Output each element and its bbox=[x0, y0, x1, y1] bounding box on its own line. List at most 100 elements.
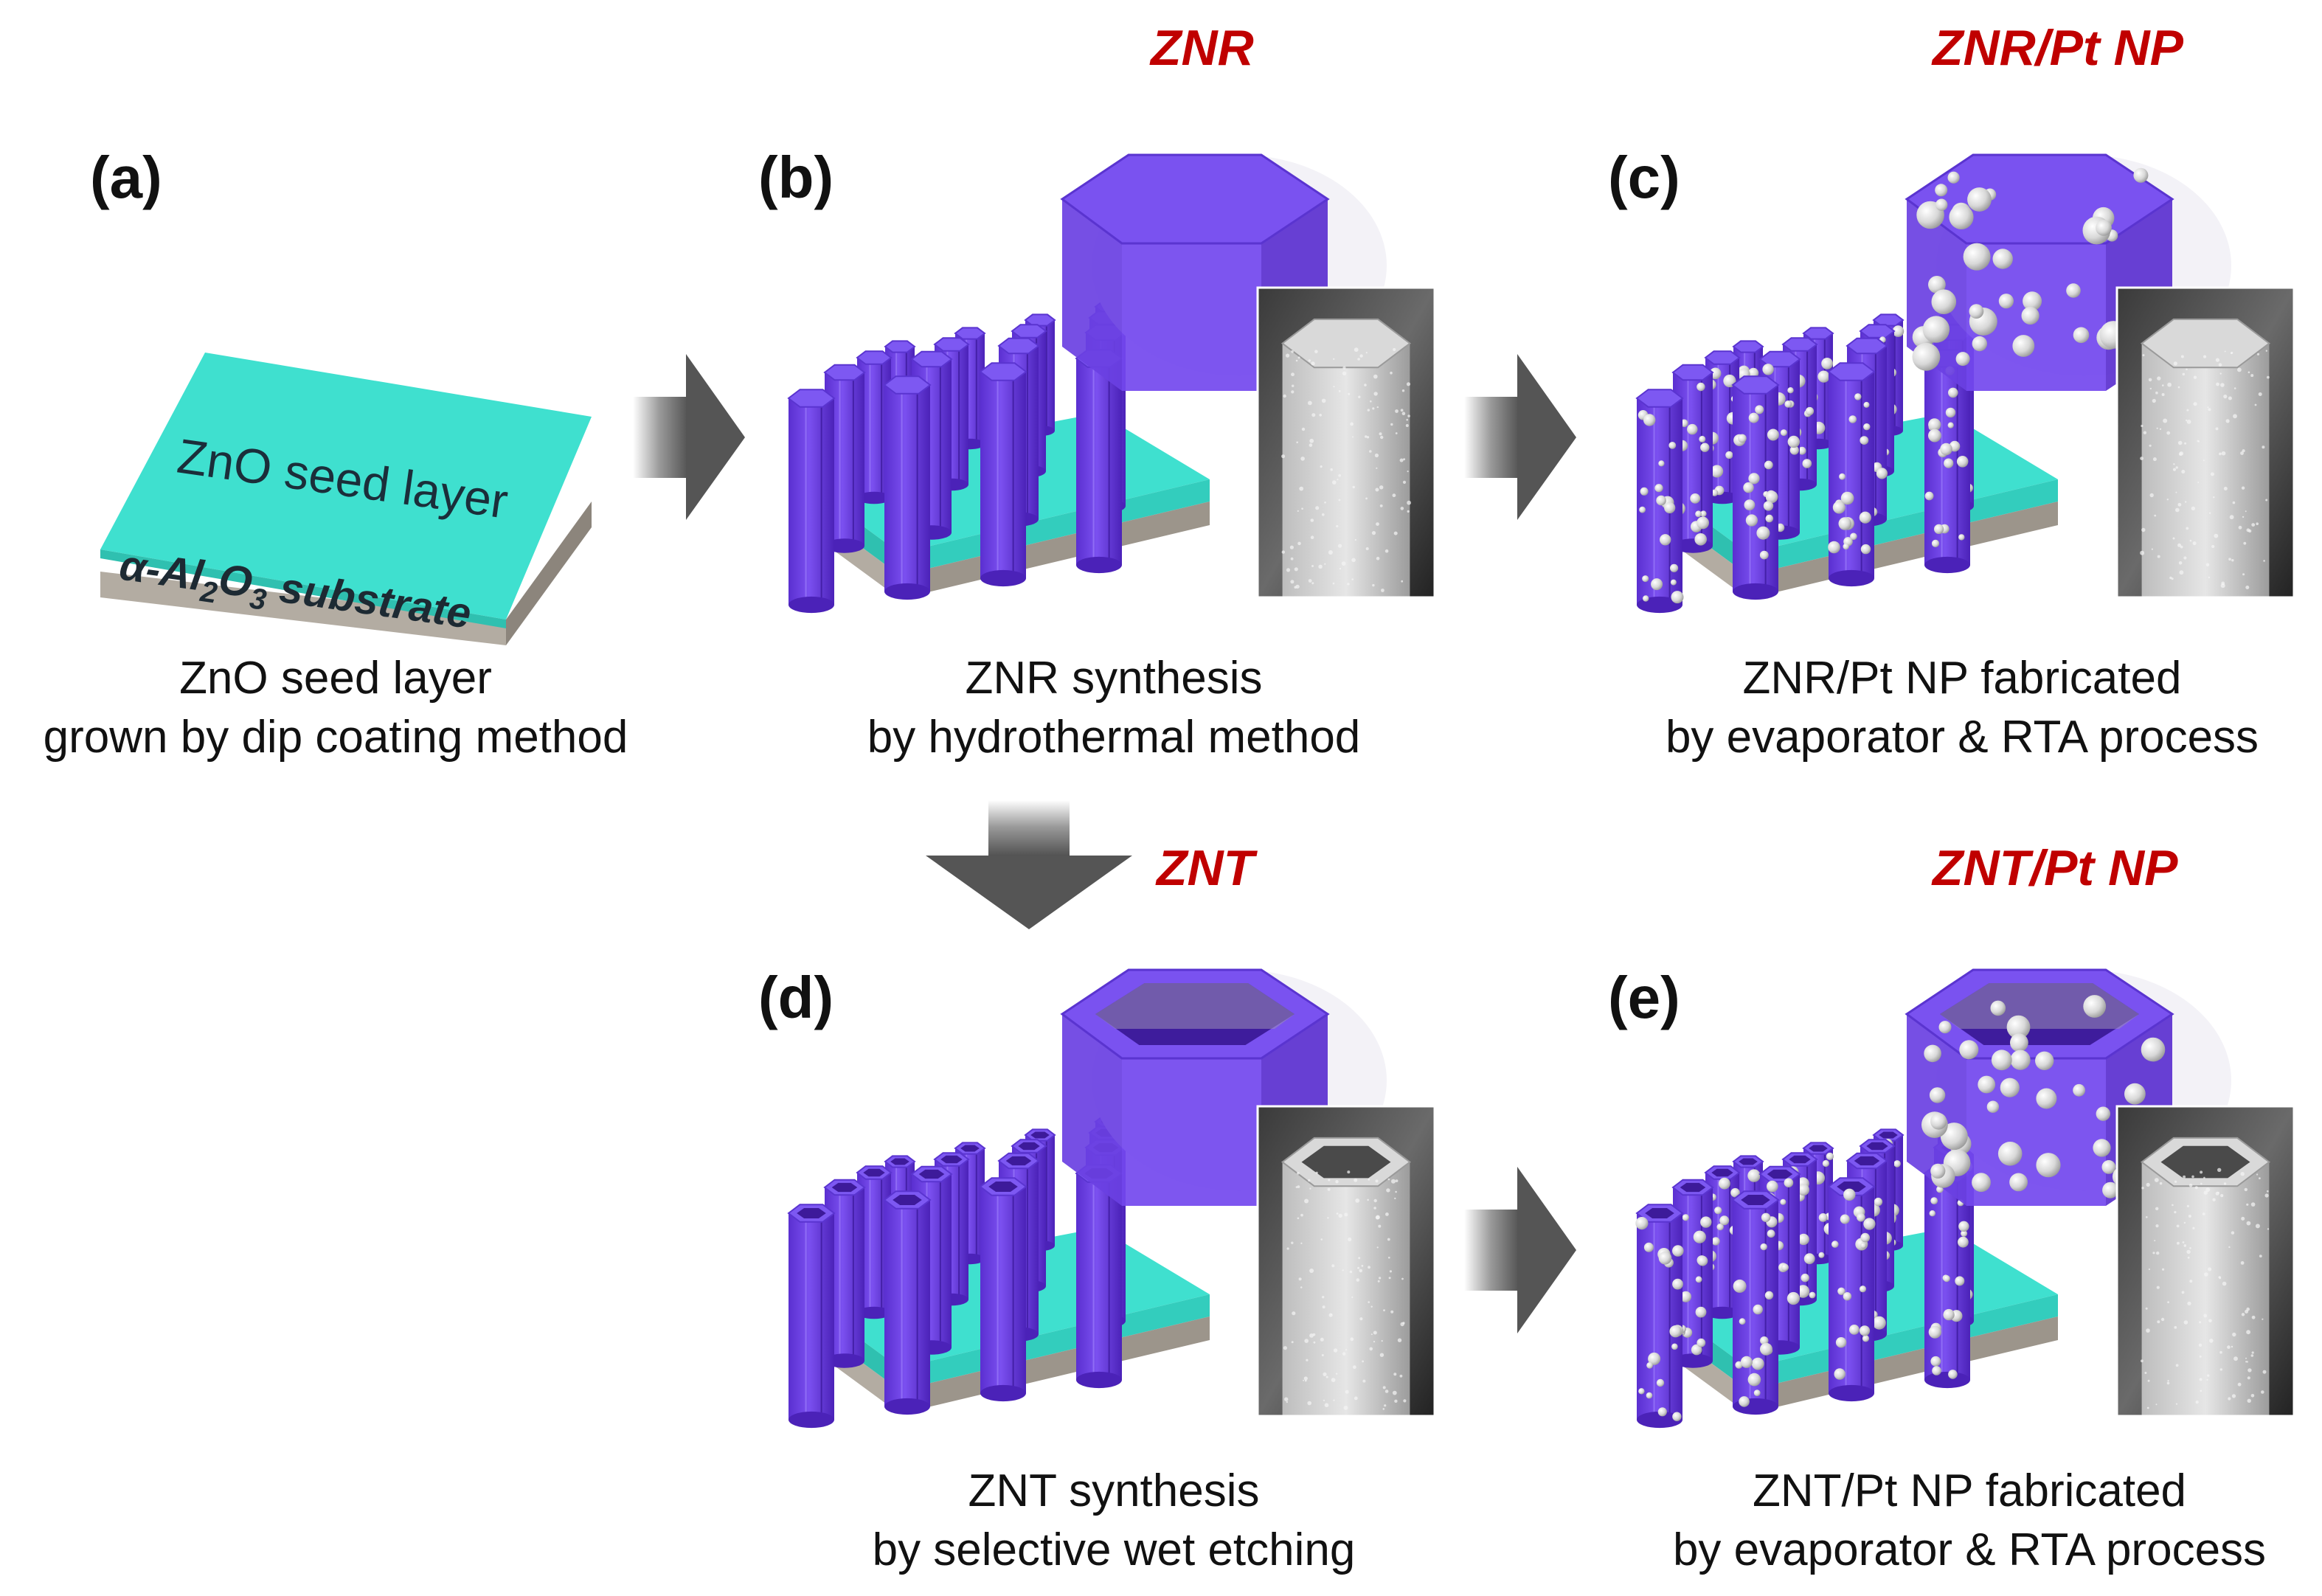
pt-nanoparticle bbox=[1714, 1207, 1722, 1215]
sem-grain bbox=[1407, 471, 1409, 473]
sem-grain bbox=[1354, 1396, 1358, 1401]
pt-nanoparticle bbox=[1739, 1318, 1746, 1325]
pt-nanoparticle bbox=[1761, 1212, 1771, 1223]
nanorod bbox=[1075, 349, 1123, 574]
sem-grain bbox=[2167, 382, 2172, 387]
sem-grain bbox=[2159, 428, 2162, 430]
sem-grain bbox=[1364, 384, 1367, 386]
pt-nanoparticle bbox=[1695, 510, 1702, 518]
pt-nanoparticle bbox=[1859, 1286, 1867, 1293]
sem-grain bbox=[2186, 419, 2188, 422]
sem-grain bbox=[2177, 386, 2180, 389]
pt-nanoparticle bbox=[1638, 1388, 1645, 1395]
sem-grain bbox=[1281, 454, 1286, 459]
sem-grain bbox=[1369, 450, 1372, 453]
pt-nanoparticle bbox=[1838, 517, 1852, 530]
sem-grain bbox=[1400, 1322, 1404, 1327]
pt-nanoparticle bbox=[2093, 1139, 2111, 1157]
sem-grain bbox=[2146, 1216, 2148, 1218]
sem-grain bbox=[2148, 1268, 2150, 1271]
sem-grain bbox=[1379, 432, 1382, 436]
rod-bottom bbox=[1637, 1411, 1682, 1429]
pt-nanoparticle bbox=[1834, 1368, 1846, 1380]
pt-nanoparticle bbox=[1930, 1356, 1941, 1367]
pt-nanoparticle bbox=[1967, 187, 1992, 212]
sem-grain bbox=[2200, 1170, 2203, 1174]
pt-nanoparticle bbox=[1693, 1230, 1706, 1243]
pt-nanoparticle bbox=[1924, 1044, 1941, 1063]
sem-grain bbox=[1343, 1405, 1348, 1410]
sem-inset-e bbox=[2115, 1105, 2295, 1418]
pt-nanoparticle bbox=[1730, 1187, 1740, 1198]
sem-grain bbox=[1365, 497, 1368, 500]
pt-nanoparticle bbox=[1930, 1197, 1938, 1204]
zoom-inner-wall bbox=[1940, 983, 2139, 1029]
sem-grain bbox=[2231, 1394, 2236, 1398]
sem-grain bbox=[2202, 1212, 2205, 1215]
rod-top bbox=[997, 337, 1040, 355]
sem-grain bbox=[1306, 1359, 1309, 1361]
pt-nanoparticle bbox=[1832, 501, 1846, 514]
rod-bottom bbox=[1076, 1371, 1122, 1389]
sem-grain bbox=[2210, 472, 2214, 476]
sem-grain bbox=[1373, 1207, 1376, 1210]
sem-grain bbox=[2149, 387, 2152, 390]
sem-grain bbox=[1376, 556, 1380, 561]
sem-grain bbox=[2159, 1182, 2163, 1185]
pt-nanoparticle bbox=[1912, 342, 1941, 371]
pt-nanoparticle bbox=[2083, 995, 2107, 1018]
pt-nanoparticle bbox=[1801, 1273, 1809, 1283]
sem-grain bbox=[2177, 502, 2182, 507]
sem-grain bbox=[1342, 371, 1347, 375]
sem-grain bbox=[1291, 350, 1294, 353]
sem-grain bbox=[1315, 1171, 1318, 1174]
sem-grain bbox=[2175, 491, 2177, 493]
pt-nanoparticle bbox=[1643, 1242, 1654, 1252]
sem-grain bbox=[2146, 1406, 2149, 1409]
sem-grain bbox=[1332, 480, 1337, 485]
sem-grain bbox=[1324, 563, 1326, 565]
sem-grain bbox=[1347, 583, 1350, 586]
pt-nanoparticle bbox=[1922, 316, 1950, 343]
tube-opening bbox=[797, 1208, 826, 1218]
sem-grain bbox=[2248, 371, 2250, 374]
pt-nanoparticle bbox=[1822, 1159, 1829, 1167]
sem-grain bbox=[1300, 1286, 1303, 1288]
sem-grain bbox=[1297, 356, 1300, 359]
sem-grain bbox=[1401, 412, 1406, 415]
sem-grain bbox=[1338, 473, 1342, 477]
sem-grain bbox=[2140, 550, 2145, 555]
pt-nanoparticle bbox=[2006, 1015, 2031, 1039]
sem-grain bbox=[1325, 1375, 1328, 1378]
panel-e-caption-line1: ZNT/Pt NP fabricated bbox=[1753, 1465, 2186, 1516]
rod-top bbox=[979, 362, 1027, 381]
panel-a-caption-line1: ZnO seed layer bbox=[179, 653, 492, 704]
sem-grain bbox=[2203, 355, 2207, 358]
nanorod bbox=[979, 362, 1027, 587]
pt-nanoparticle bbox=[1929, 1210, 1935, 1217]
sem-grain bbox=[1331, 1378, 1336, 1382]
pt-nanoparticle bbox=[1784, 400, 1792, 408]
pt-nanoparticle bbox=[1955, 352, 1970, 367]
tube-opening bbox=[1030, 1131, 1050, 1139]
sem-grain bbox=[2203, 459, 2205, 462]
sem-grain bbox=[1387, 1238, 1390, 1241]
sem-grain bbox=[1286, 568, 1291, 572]
pt-nanoparticle bbox=[2073, 1083, 2086, 1097]
pt-nanoparticle bbox=[1697, 1255, 1708, 1266]
sem-grain bbox=[2174, 1180, 2177, 1183]
sem-grain bbox=[1331, 1264, 1335, 1268]
pt-nanoparticle bbox=[1687, 423, 1698, 435]
pt-nanoparticle bbox=[1809, 1291, 1816, 1299]
pt-nanoparticle bbox=[1940, 1123, 1968, 1151]
pt-nanoparticle bbox=[2141, 1037, 2166, 1062]
sem-grain bbox=[2183, 1244, 2187, 1247]
sem-grain bbox=[1379, 1353, 1384, 1357]
sem-grain bbox=[2179, 451, 2184, 456]
pt-nanoparticle bbox=[1664, 502, 1676, 514]
sem-grain bbox=[1391, 1179, 1396, 1184]
sem-grain bbox=[1367, 409, 1370, 412]
pt-nanoparticle bbox=[1928, 429, 1941, 443]
sem-grain bbox=[1368, 1178, 1370, 1181]
sem-grain bbox=[1292, 384, 1295, 387]
